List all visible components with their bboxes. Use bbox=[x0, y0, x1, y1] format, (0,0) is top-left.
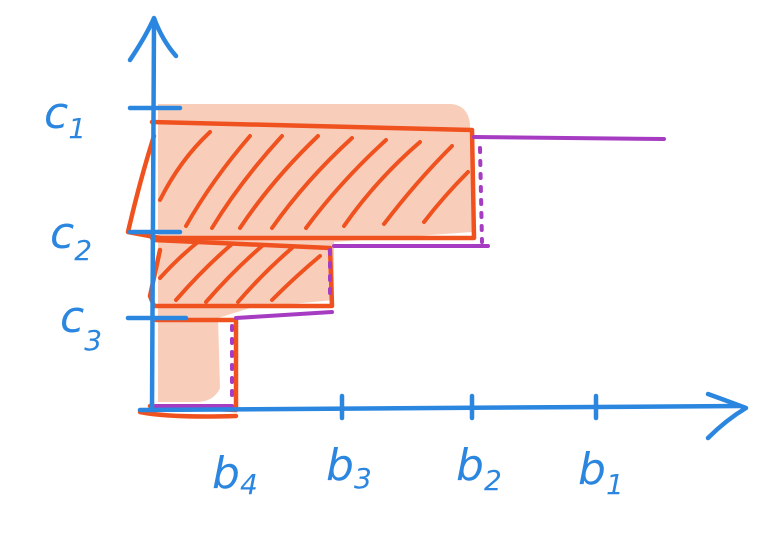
label-b4: b4 bbox=[212, 448, 258, 501]
shaded-region bbox=[158, 104, 472, 402]
label-c2: c2 bbox=[50, 208, 92, 267]
label-c3: c3 bbox=[60, 292, 102, 357]
x-axis-arrowhead bbox=[705, 391, 749, 441]
label-c1: c1 bbox=[44, 88, 86, 145]
label-b3: b3 bbox=[326, 440, 372, 495]
label-b2: b2 bbox=[456, 440, 502, 497]
hatching-upper bbox=[158, 130, 470, 230]
purple-step-function bbox=[154, 135, 666, 408]
hatching-lower bbox=[158, 240, 322, 304]
y-axis-arrowhead bbox=[127, 15, 179, 63]
x-axis bbox=[137, 403, 743, 413]
axes bbox=[125, 15, 749, 441]
label-b1: b1 bbox=[578, 444, 624, 501]
y-axis bbox=[149, 19, 157, 413]
